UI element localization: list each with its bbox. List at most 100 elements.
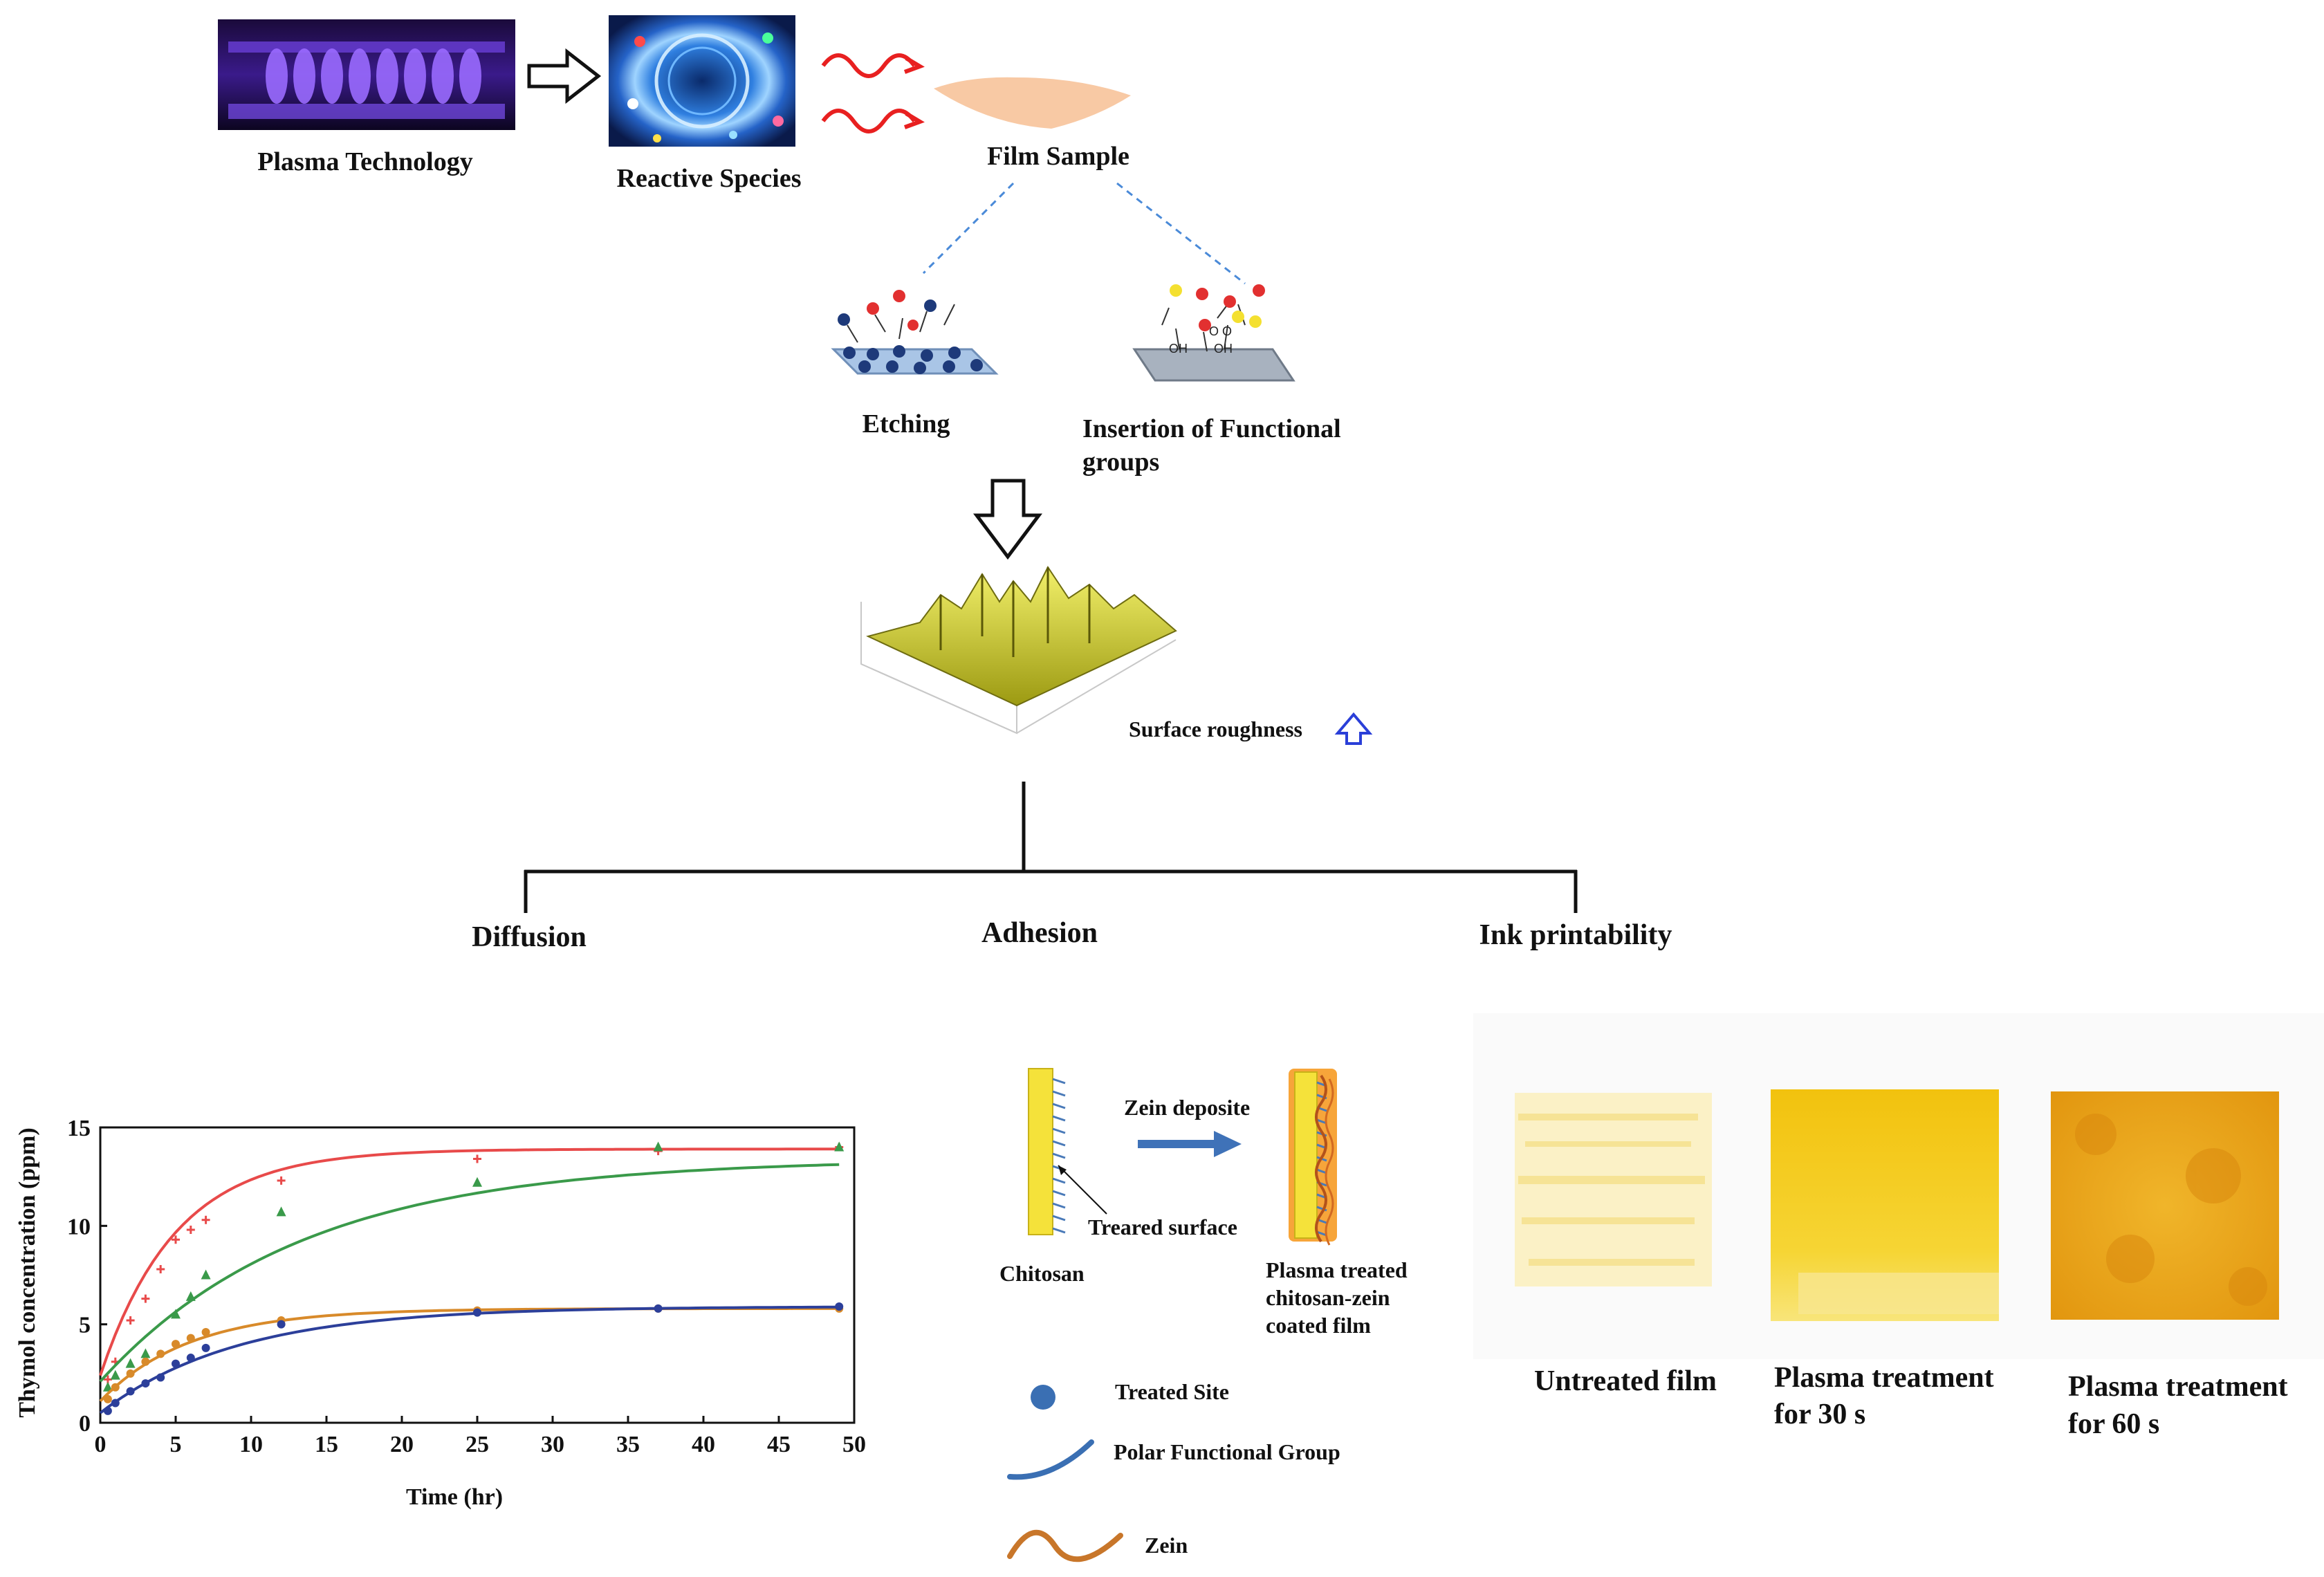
series-1-fit-line — [99, 1163, 840, 1383]
series-3-point — [126, 1387, 135, 1396]
zein-wave-icon — [1007, 1529, 1123, 1562]
outcome-ink-printability-label: Ink printability — [1479, 919, 1672, 951]
series-2-point — [201, 1328, 210, 1337]
x-tick-label: 25 — [465, 1432, 489, 1457]
series-3-point — [111, 1399, 120, 1408]
series-3-fit-line — [99, 1305, 840, 1414]
process-arrow-icon — [1138, 1131, 1242, 1157]
film-sample-shape — [934, 77, 1131, 129]
polar-group-hair — [1052, 1103, 1066, 1109]
series-1-point — [110, 1370, 120, 1380]
functional-groups-illustration: OH O O OH — [1132, 284, 1295, 382]
coated-film-illustration — [1289, 1069, 1337, 1246]
chart-x-axis-label: Time (hr) — [406, 1484, 503, 1510]
series-1-point — [125, 1358, 136, 1368]
x-tick-label: 0 — [95, 1432, 107, 1457]
legend-polar-group-label: Polar Functional Group — [1114, 1439, 1340, 1464]
polar-group-hair — [1052, 1202, 1066, 1209]
series-3-point — [186, 1354, 195, 1363]
outcome-adhesion-label: Adhesion — [981, 917, 1098, 949]
chitosan-film-illustration — [1028, 1068, 1066, 1235]
plasma-30s-swatch — [1771, 1089, 1999, 1321]
polar-group-hair — [1052, 1090, 1066, 1097]
series-3-point — [141, 1379, 150, 1388]
reactive-species-label: Reactive Species — [617, 164, 802, 193]
coated-film-label-line3: coated film — [1266, 1313, 1371, 1338]
etching-illustration — [831, 290, 999, 375]
svg-text:OH: OH — [1169, 342, 1188, 356]
coated-film-label-line1: Plasma treated — [1266, 1257, 1408, 1282]
caption-untreated: Untreated film — [1534, 1365, 1717, 1397]
x-tick-label: 35 — [616, 1432, 640, 1457]
series-3-point — [654, 1304, 663, 1313]
hollow-arrow-up-icon — [1334, 712, 1373, 745]
chart-y-axis-label: Thymol concentration (ppm) — [15, 1127, 40, 1417]
series-0-point — [141, 1294, 150, 1303]
treated-site-dot-icon — [1031, 1385, 1055, 1410]
polar-group-arc-icon — [1007, 1439, 1094, 1480]
caption-30s-line1: Plasma treatment — [1774, 1362, 1994, 1394]
surface-roughness-3d-plot — [860, 566, 1177, 735]
series-1-point — [185, 1291, 196, 1301]
series-1-point — [102, 1381, 113, 1392]
series-2-point — [172, 1340, 180, 1349]
polar-group-hair — [1052, 1215, 1066, 1221]
x-tick-label: 30 — [541, 1432, 564, 1457]
polar-group-hair — [1316, 1168, 1327, 1174]
outcome-diffusion-label: Diffusion — [472, 921, 587, 953]
reactive-species-image — [609, 15, 795, 147]
series-1-point — [201, 1269, 211, 1280]
series-3-point — [835, 1302, 844, 1311]
y-tick-label: 15 — [67, 1116, 91, 1141]
series-2-point — [126, 1369, 135, 1378]
radiation-wave-arrows-icon — [821, 53, 925, 133]
polar-group-hair — [1052, 1127, 1066, 1134]
treated-surface-label: Treared surface — [1088, 1215, 1237, 1239]
x-tick-label: 50 — [842, 1432, 866, 1457]
plasma-technology-label: Plasma Technology — [257, 147, 472, 176]
film-sample-label: Film Sample — [987, 142, 1129, 171]
y-tick-label: 5 — [79, 1313, 91, 1338]
series-1-point — [653, 1141, 663, 1152]
series-1-point — [276, 1206, 286, 1217]
plasma-device-image — [218, 19, 515, 130]
coated-film-label-line2: chitosan-zein — [1266, 1285, 1390, 1310]
series-2-point — [156, 1349, 165, 1358]
polar-group-hair — [1052, 1078, 1066, 1085]
svg-text:O O: O O — [1209, 324, 1232, 338]
series-0-point — [126, 1316, 135, 1325]
hollow-arrow-down-icon — [973, 479, 1042, 560]
y-tick-label: 0 — [79, 1411, 91, 1437]
surface-roughness-label: Surface roughness — [1129, 717, 1302, 741]
series-1-point — [171, 1309, 181, 1319]
series-2-point — [103, 1394, 112, 1403]
series-0-point — [473, 1154, 481, 1163]
x-tick-label: 45 — [767, 1432, 791, 1457]
series-2-point — [111, 1383, 120, 1392]
x-tick-label: 15 — [315, 1432, 338, 1457]
caption-30s-line2: for 30 s — [1774, 1399, 1865, 1430]
x-tick-label: 20 — [390, 1432, 414, 1457]
polar-group-hair — [1052, 1152, 1066, 1159]
plot-area-frame — [99, 1126, 856, 1424]
dashed-connector-right — [1116, 182, 1246, 285]
surface-pointer-line — [1058, 1165, 1107, 1215]
series-3-point — [156, 1373, 165, 1382]
series-2-point — [186, 1334, 195, 1343]
series-3-point — [172, 1359, 180, 1368]
untreated-film-swatch — [1515, 1093, 1712, 1286]
chitosan-label: Chitosan — [999, 1261, 1085, 1286]
series-1-point — [834, 1141, 845, 1152]
series-3-point — [277, 1320, 286, 1329]
zein-deposite-label: Zein deposite — [1124, 1095, 1250, 1120]
y-tick-label: 10 — [67, 1214, 91, 1239]
dashed-connector-left — [922, 182, 1015, 275]
caption-60s-line2: for 60 s — [2068, 1408, 2159, 1440]
outcome-tree-connector — [524, 782, 1578, 913]
polar-group-hair — [1316, 1230, 1327, 1237]
series-0-point — [186, 1226, 195, 1235]
x-tick-label: 40 — [692, 1432, 715, 1457]
series-0-fit-line — [99, 1147, 840, 1376]
